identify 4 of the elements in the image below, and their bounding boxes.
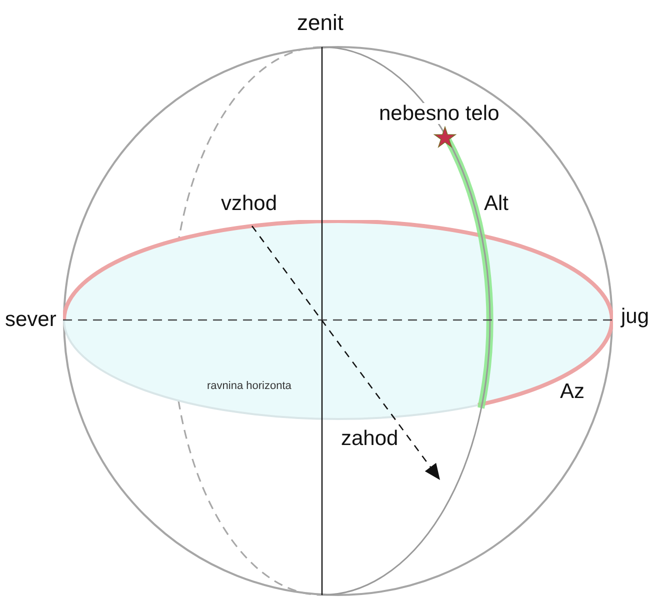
direction-label: jug	[620, 306, 650, 327]
object-label: nebesno telo	[378, 103, 500, 124]
plane-label: ravnina horizonta	[207, 381, 292, 392]
horizon-plane	[63, 220, 613, 420]
